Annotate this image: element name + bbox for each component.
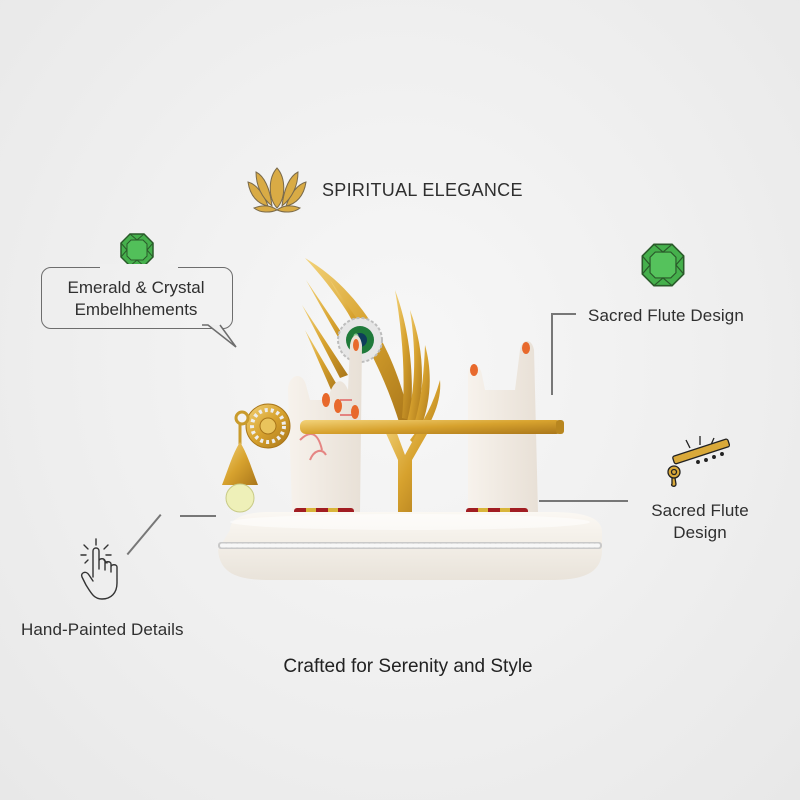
sacred-flute-right-label: Sacred Flute Design xyxy=(651,501,749,542)
emerald-gem-icon xyxy=(120,233,154,267)
lotus-icon xyxy=(246,167,308,214)
emerald-gem-icon xyxy=(641,243,685,287)
pointing-hand-icon xyxy=(78,537,128,603)
emerald-callout-text: Emerald & Crystal Embelhhements xyxy=(67,278,205,319)
connector-line xyxy=(551,313,576,315)
tagline: Crafted for Serenity and Style xyxy=(283,656,533,677)
product-figurine xyxy=(210,250,610,590)
section-heading: SPIRITUAL ELEGANCE xyxy=(322,180,523,200)
hand-painted-label: Hand-Painted Details xyxy=(21,620,184,639)
connector-line xyxy=(180,515,216,517)
connector-line xyxy=(551,313,553,395)
flute-icon xyxy=(662,432,736,492)
speech-bubble-tail xyxy=(200,324,240,354)
connector-line xyxy=(126,514,162,555)
connector-line xyxy=(539,500,628,502)
sacred-flute-label: Sacred Flute Design xyxy=(588,306,744,325)
